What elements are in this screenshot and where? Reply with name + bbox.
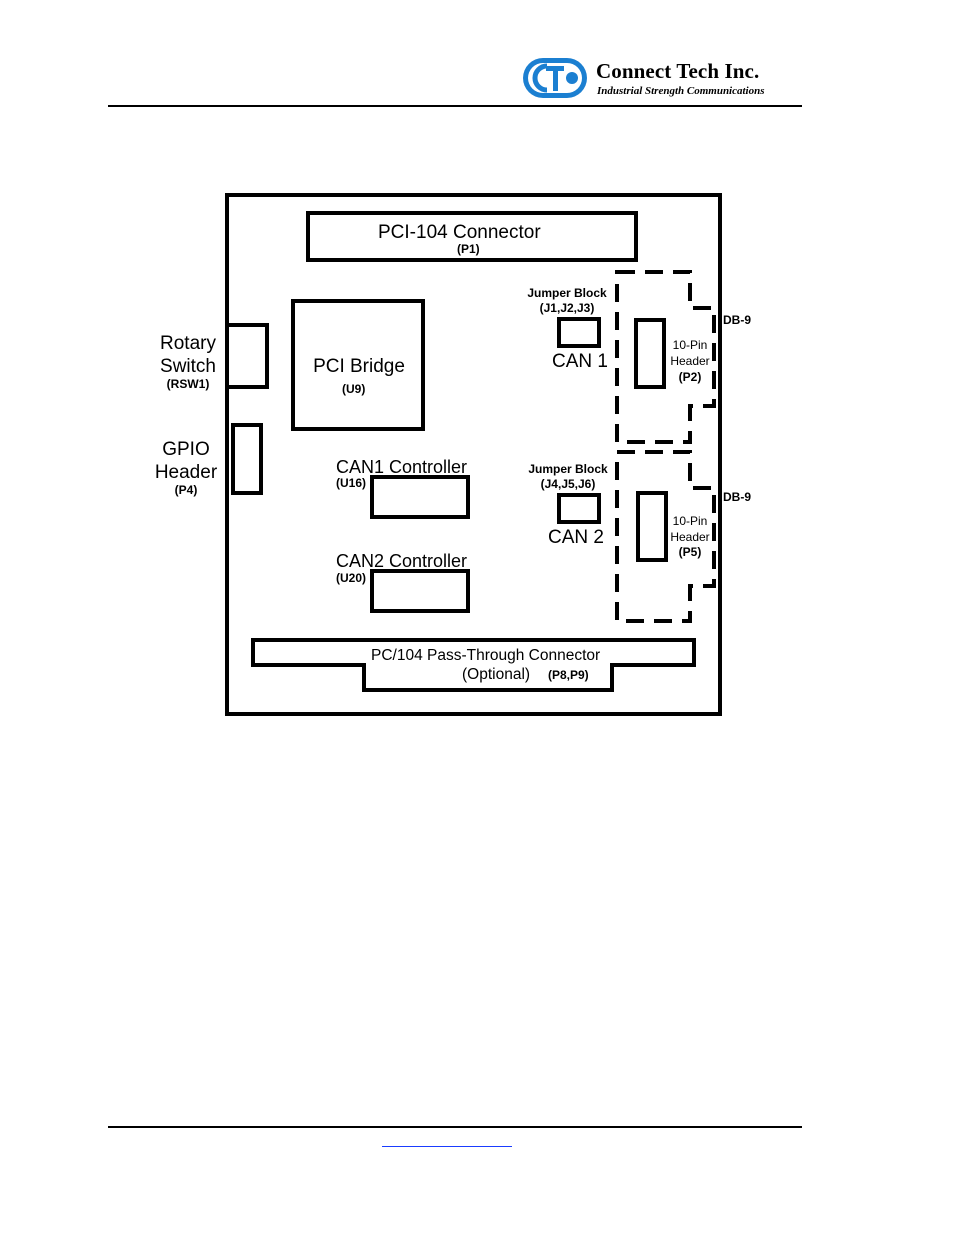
company-tagline: Industrial Strength Communications	[597, 85, 765, 97]
can1-controller-shape	[370, 475, 470, 519]
company-name: Connect Tech Inc.	[596, 59, 760, 83]
rotary-switch-ref: (RSW1)	[166, 377, 210, 391]
db9-top-dashed-outline	[615, 270, 716, 444]
gpio-header-ref: (P4)	[174, 483, 198, 497]
header-divider	[108, 105, 802, 107]
footer-link[interactable]	[382, 1130, 512, 1147]
pci-bridge-shape	[291, 299, 425, 431]
passthrough-optional-label: (Optional)	[462, 666, 531, 683]
db9-bottom-dashed-outline	[615, 450, 716, 623]
rotary-switch-label-line2: Switch	[160, 356, 216, 377]
header-p2-label-line1: 10-Pin	[672, 338, 708, 352]
rotary-switch-label-line1: Rotary	[160, 333, 216, 354]
can1-label: CAN 1	[552, 351, 608, 372]
gpio-header-shape	[231, 423, 263, 495]
header-p5-label-line1: 10-Pin	[672, 514, 708, 528]
pci104-connector-ref: (P1)	[457, 242, 480, 256]
pci104-connector-label: PCI-104 Connector	[378, 222, 541, 243]
header-p5-ref: (P5)	[678, 545, 702, 559]
footer-divider	[108, 1126, 802, 1128]
jumper-block-1-shape	[557, 317, 601, 348]
can2-label: CAN 2	[548, 527, 604, 548]
rotary-switch-shape	[225, 323, 269, 389]
pci104-connector-shape	[306, 211, 638, 262]
passthrough-connector-label: PC/104 Pass-Through Connector	[371, 647, 601, 664]
gpio-header-label-line1: GPIO	[162, 439, 210, 460]
jumper-block-2-shape	[557, 493, 601, 524]
company-logo-icon	[523, 58, 587, 98]
passthrough-connector-shape	[251, 638, 696, 692]
can2-controller-label: CAN2 Controller	[336, 551, 468, 571]
jumper-block-1-ref: (J1,J2,J3)	[539, 301, 595, 315]
jumper-block-2-ref: (J4,J5,J6)	[540, 477, 596, 491]
can1-controller-ref: (U16)	[336, 476, 367, 490]
jumper-block-1-label: Jumper Block	[527, 286, 607, 300]
jumper-block-2-label: Jumper Block	[528, 462, 608, 476]
header-p5-label-line2: Header	[670, 530, 710, 544]
header-p2-shape	[634, 318, 666, 389]
gpio-header-label-line2: Header	[154, 462, 218, 483]
header-p5-shape	[636, 491, 668, 562]
passthrough-ref: (P8,P9)	[548, 668, 589, 682]
header-p2-label-line2: Header	[670, 354, 710, 368]
can2-controller-shape	[370, 569, 470, 613]
pci-bridge-ref: (U9)	[342, 382, 366, 396]
header-p2-ref: (P2)	[678, 370, 702, 384]
db9-bottom-label: DB-9	[723, 490, 752, 504]
can1-controller-label: CAN1 Controller	[336, 457, 468, 477]
pci-bridge-label: PCI Bridge	[313, 356, 405, 377]
db9-top-label: DB-9	[723, 313, 752, 327]
can2-controller-ref: (U20)	[336, 571, 367, 585]
board-outline	[225, 193, 722, 716]
